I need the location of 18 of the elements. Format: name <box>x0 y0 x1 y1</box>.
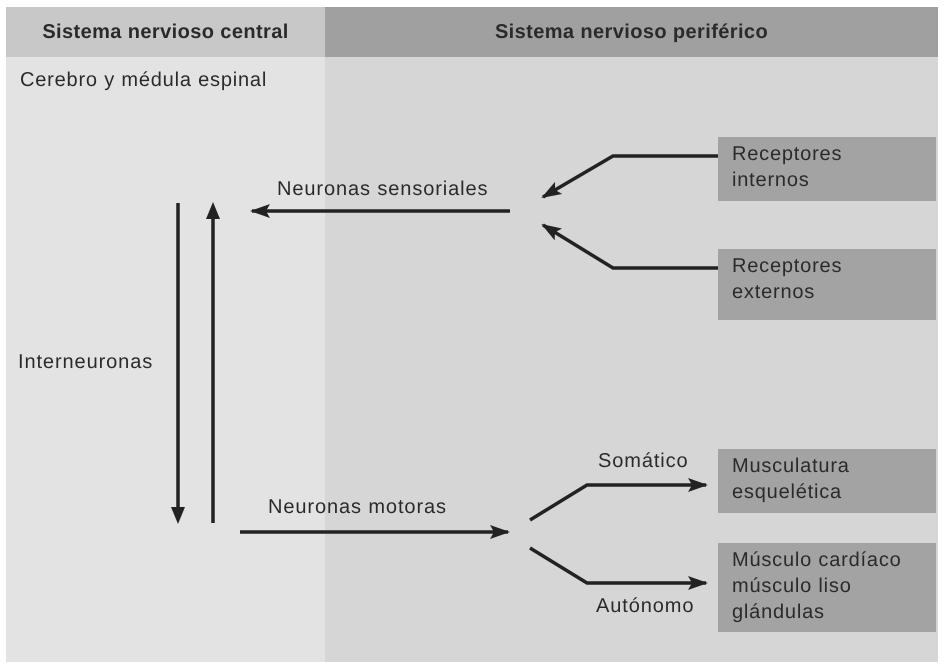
info-box: Musculatura esquelética <box>718 449 936 513</box>
info-box: Músculo cardíaco músculo liso glándulas <box>718 543 936 632</box>
arrow <box>541 224 718 270</box>
node-label: Interneuronas <box>18 351 154 374</box>
arrow <box>240 525 510 539</box>
column-subtitle: Cerebro y médula espinal <box>20 69 268 92</box>
arrow <box>529 546 708 590</box>
edge-label: Neuronas sensoriales <box>277 178 488 201</box>
info-box: Receptores internos <box>718 137 936 201</box>
arrow <box>541 154 718 198</box>
arrow <box>529 478 708 522</box>
column-header: Sistema nervioso central <box>6 7 325 57</box>
edge-label: Neuronas motoras <box>268 496 447 519</box>
edge-label: Somático <box>598 450 689 473</box>
info-box: Receptores externos <box>718 249 936 320</box>
column-header: Sistema nervioso periférico <box>325 7 938 57</box>
arrow <box>250 204 510 218</box>
edge-label: Autónomo <box>596 595 694 618</box>
